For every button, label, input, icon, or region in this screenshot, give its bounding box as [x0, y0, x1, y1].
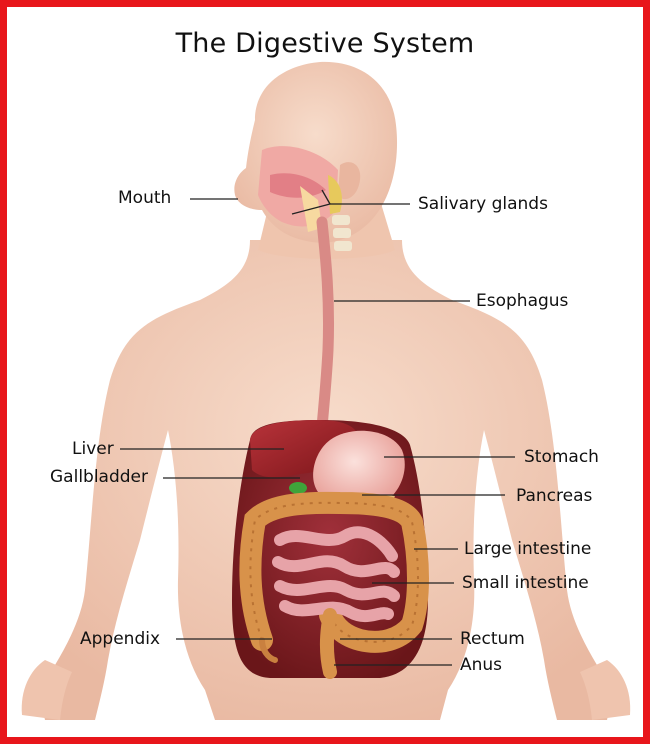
label-salivary-glands: Salivary glands: [418, 194, 548, 214]
cervical-spine: [332, 215, 352, 251]
label-rectum: Rectum: [460, 629, 525, 649]
label-small-intestine: Small intestine: [462, 573, 589, 593]
label-large-intestine: Large intestine: [464, 539, 591, 559]
label-liver: Liver: [72, 439, 114, 459]
label-pancreas: Pancreas: [516, 486, 592, 506]
label-mouth: Mouth: [118, 188, 171, 208]
rectum: [327, 615, 330, 672]
label-anus: Anus: [460, 655, 502, 675]
gallbladder: [289, 482, 307, 494]
label-appendix: Appendix: [80, 629, 160, 649]
label-gallbladder: Gallbladder: [50, 467, 148, 487]
label-esophagus: Esophagus: [476, 291, 568, 311]
label-stomach: Stomach: [524, 447, 599, 467]
